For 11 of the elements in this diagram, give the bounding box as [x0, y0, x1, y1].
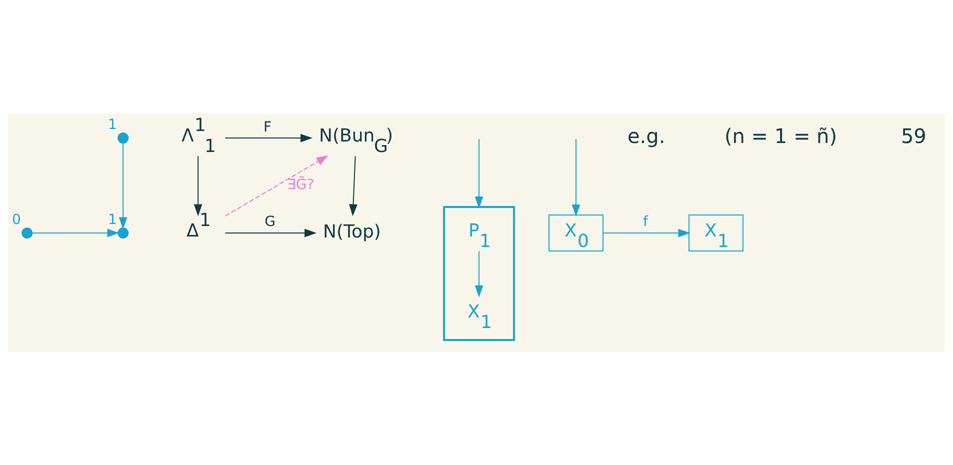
- label: 59: [900, 124, 926, 148]
- node-label: 1: [108, 116, 117, 133]
- label: e.g.: [627, 124, 666, 148]
- node-label: 0: [12, 212, 21, 228]
- label: (n = 1 = ñ): [724, 124, 838, 148]
- edge-label: G: [264, 214, 276, 230]
- edge-label: F: [264, 118, 272, 135]
- edge-label: ∃G̃?: [287, 176, 314, 193]
- node-text: N(Top): [323, 220, 381, 242]
- node-label: 1: [108, 212, 117, 228]
- edge-label: f: [642, 214, 648, 230]
